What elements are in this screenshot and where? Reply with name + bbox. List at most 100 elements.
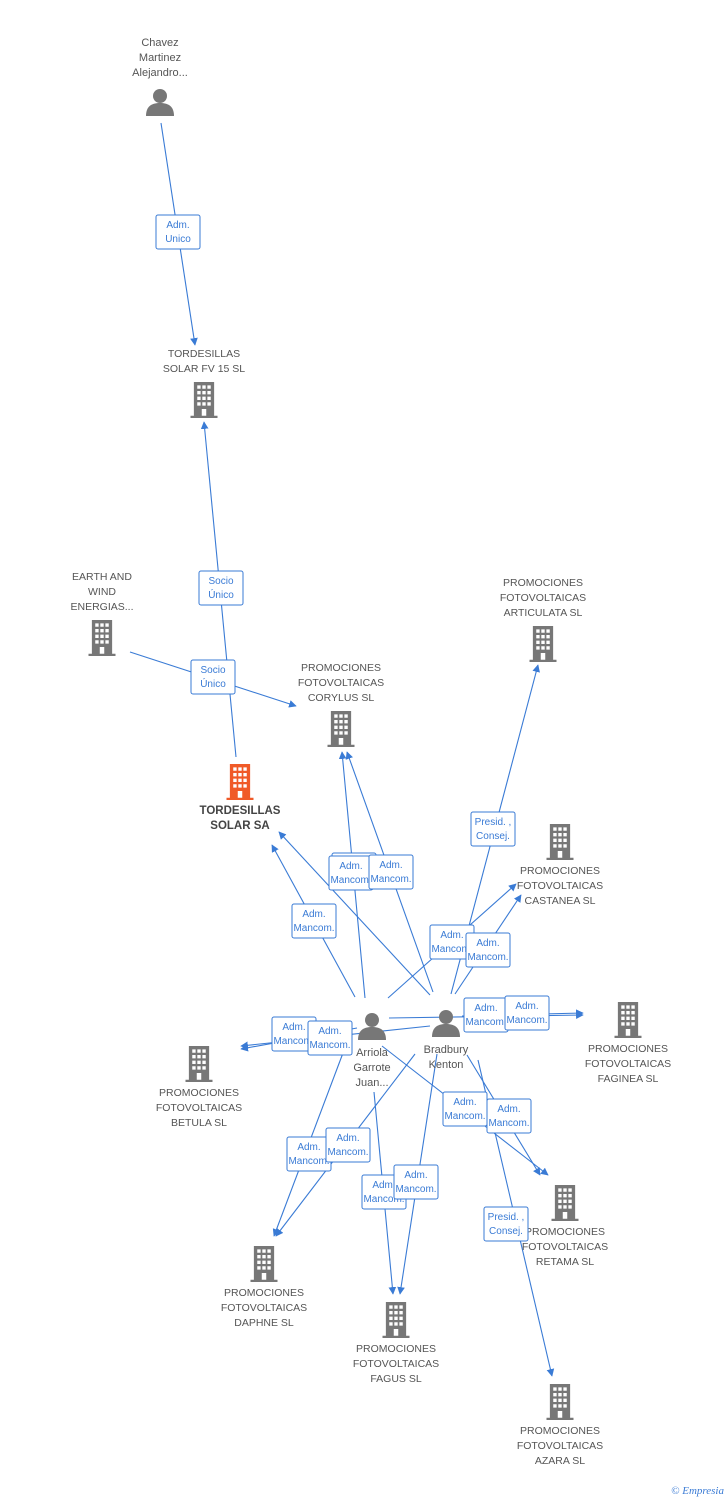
edge-label-arriola-to-corylus[interactable]: Adm. Mancom. bbox=[328, 855, 374, 891]
edge-label-line: Mancom. bbox=[288, 1156, 329, 1167]
node-label-line: RETAMA SL bbox=[536, 1256, 594, 1268]
edge-label-bradbury-to-fagus[interactable]: Adm.Mancom. bbox=[393, 1164, 439, 1200]
edge-label-line: Mancom. bbox=[330, 875, 371, 886]
node-label-line: ENERGIAS... bbox=[70, 601, 133, 613]
edge-label-box bbox=[190, 659, 236, 695]
node-label-line: FOTOVOLTAICAS bbox=[517, 880, 603, 892]
building-icon bbox=[614, 1002, 642, 1038]
edge-bradbury-to-tsa bbox=[278, 831, 431, 996]
edge-label-bradbury-to-castanea[interactable]: Adm. Mancom. bbox=[465, 932, 511, 968]
node-daphne[interactable]: PROMOCIONES FOTOVOLTAICAS DAPHNE SL bbox=[221, 1246, 307, 1329]
edge-label-bradbury-to-corylus[interactable]: Adm.Mancom. bbox=[368, 854, 414, 890]
node-label-line: Garrote bbox=[353, 1062, 390, 1074]
node-label-line: PROMOCIONES bbox=[159, 1087, 239, 1099]
node-betula[interactable]: PROMOCIONES FOTOVOLTAICAS BETULA SL bbox=[156, 1046, 242, 1129]
edge-label-line: Adm. bbox=[339, 861, 362, 872]
edge-label-arriola-to-faginea[interactable]: Adm.Mancom. bbox=[463, 997, 509, 1033]
edge-label-line: Socio bbox=[208, 576, 233, 587]
node-label-line: AZARA SL bbox=[535, 1455, 585, 1467]
node-label-line: ARTICULATA SL bbox=[504, 607, 583, 619]
node-label-line: TORDESILLAS bbox=[168, 348, 240, 360]
node-label-line: PROMOCIONES bbox=[224, 1287, 304, 1299]
building-icon bbox=[551, 1185, 579, 1221]
edge-label-line: Socio bbox=[200, 665, 225, 676]
edge-label-chavez-to-tfv15[interactable]: Adm.Unico bbox=[155, 214, 201, 250]
edge-label-line: Mancom. bbox=[467, 952, 508, 963]
node-label-line: DAPHNE SL bbox=[234, 1317, 294, 1329]
node-label-line: BETULA SL bbox=[171, 1117, 227, 1129]
edge-label-line: Adm. bbox=[318, 1026, 341, 1037]
edge-label-box bbox=[155, 214, 201, 250]
edge-label-arriola-to-castanea[interactable]: Adm. Mancom. bbox=[429, 924, 475, 960]
node-label-line: Kenton bbox=[429, 1059, 464, 1071]
node-earth[interactable]: EARTH ANDWINDENERGIAS... bbox=[70, 571, 134, 656]
building-icon bbox=[546, 824, 574, 860]
nodes-layer: ChavezMartinezAlejandro...TORDESILLASSOL… bbox=[70, 37, 671, 1467]
edge-label-line: Mancom. bbox=[273, 1036, 314, 1047]
edge-label-box bbox=[198, 570, 244, 606]
edge-label-arriola-to-retama[interactable]: Adm.Mancom. bbox=[442, 1091, 488, 1127]
node-arriola[interactable]: ArriolaGarroteJuan... bbox=[353, 1013, 391, 1089]
node-chavez[interactable]: ChavezMartinezAlejandro... bbox=[132, 37, 188, 116]
edge-label-line: Adm. bbox=[297, 1142, 320, 1153]
edge-label-box bbox=[325, 1127, 371, 1163]
edge-label-bradbury-to-daphne[interactable]: Adm.Mancom. bbox=[325, 1127, 371, 1163]
edge-label-line: Mancom. bbox=[363, 1194, 404, 1205]
node-label-line: Chavez bbox=[141, 37, 178, 49]
node-label-line: FOTOVOLTAICAS bbox=[500, 592, 586, 604]
edge-label-bradbury-to-articulata[interactable]: Presid. ,Consej. bbox=[470, 811, 516, 847]
node-label-line: SOLAR FV 15 SL bbox=[163, 363, 245, 375]
edge-label-bradbury-to-azara[interactable]: Presid. ,Consej. bbox=[483, 1206, 529, 1242]
node-label-line: FOTOVOLTAICAS bbox=[298, 677, 384, 689]
node-tfv15[interactable]: TORDESILLAS SOLAR FV 15 SL bbox=[163, 348, 245, 418]
edge-label-box bbox=[393, 1164, 439, 1200]
edge-label-line: Adm. bbox=[372, 1180, 395, 1191]
node-label-line: FAGUS SL bbox=[370, 1373, 422, 1385]
edge-label-line: Adm. bbox=[166, 220, 189, 231]
person-icon bbox=[358, 1013, 386, 1040]
building-icon bbox=[88, 620, 116, 656]
edge-label-line: Adm. bbox=[476, 938, 499, 949]
edge-label-bradbury-to-faginea[interactable]: Adm.Mancom. bbox=[504, 995, 550, 1031]
node-label-line: FOTOVOLTAICAS bbox=[156, 1102, 242, 1114]
building-icon bbox=[546, 1384, 574, 1420]
edge-label-line: Adm. bbox=[497, 1104, 520, 1115]
edge-label-arriola-to-tsa[interactable]: Adm.Mancom. bbox=[291, 903, 337, 939]
edge-label-bradbury-to-retama[interactable]: Adm.Mancom. bbox=[486, 1098, 532, 1134]
edge-label-box bbox=[368, 854, 414, 890]
edge-label-line: Mancom. bbox=[431, 944, 472, 955]
edge-label-line: Adm. bbox=[453, 1097, 476, 1108]
person-icon bbox=[146, 89, 174, 116]
node-label-line: FOTOVOLTAICAS bbox=[221, 1302, 307, 1314]
node-label-line: CASTANEA SL bbox=[525, 895, 596, 907]
node-label-line: TORDESILLAS bbox=[200, 805, 281, 817]
edge-label-line: Mancom. bbox=[293, 923, 334, 934]
edge-label-box bbox=[291, 903, 337, 939]
edge-label-box bbox=[470, 811, 516, 847]
node-label-line: Martinez bbox=[139, 52, 181, 64]
edge-label-line: Consej. bbox=[476, 831, 510, 842]
edge-label-line: Mancom. bbox=[506, 1015, 547, 1026]
credit[interactable]: © Empresia bbox=[671, 1485, 724, 1497]
edge-label-arriola-to-daphne[interactable]: Adm. Mancom. bbox=[286, 1136, 332, 1172]
node-label-line: FOTOVOLTAICAS bbox=[585, 1058, 671, 1070]
node-label-line: WIND bbox=[88, 586, 116, 598]
edge-label-line: Consej. bbox=[489, 1226, 523, 1237]
building-icon bbox=[529, 626, 557, 662]
building-icon bbox=[250, 1246, 278, 1282]
node-label-line: Arriola bbox=[356, 1047, 389, 1059]
edge-label-bradbury-to-betula[interactable]: Adm.Mancom. bbox=[307, 1020, 353, 1056]
edge-label-line: Adm. bbox=[440, 930, 463, 941]
